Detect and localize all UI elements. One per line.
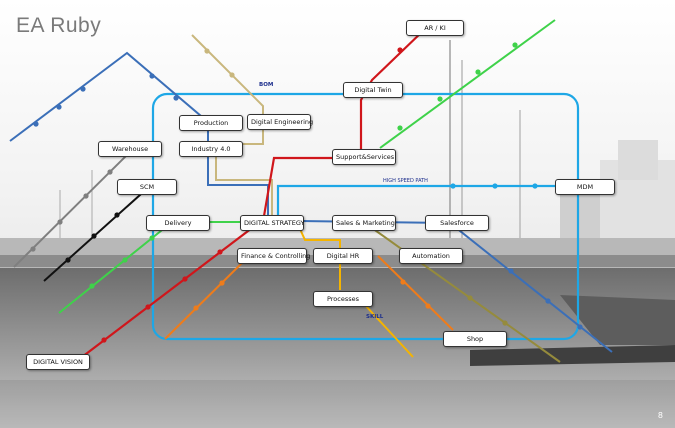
red-line-2 [262,156,332,217]
black-line [43,185,151,282]
node-scm[interactable]: SCM [117,179,177,195]
node-mdm[interactable]: MDM [555,179,615,195]
orange-line-2 [377,255,454,331]
node-digital-strategy[interactable]: DIGITAL STRATEGY [240,215,305,231]
yellow-line [299,228,341,290]
orange-line [164,261,244,340]
node-salesforce[interactable]: Salesforce [425,215,489,231]
label-bom: BOM [259,82,274,88]
node-processes[interactable]: Processes [313,291,373,307]
node-digital-engineering[interactable]: Digital Engineering [247,114,313,130]
node-sales-marketing[interactable]: Sales & Marketing [332,215,396,231]
node-production[interactable]: Production [179,115,243,131]
node-shop[interactable]: Shop [443,331,507,347]
green-line [58,221,240,314]
node-digital-vision[interactable]: DIGITAL VISION [26,354,90,370]
node-finance-controlling[interactable]: Finance & Controlling [237,248,310,264]
node-digital-twin[interactable]: Digital Twin [343,82,403,98]
label-high-speed-path: HIGH SPEED PATH [383,178,428,184]
node-delivery[interactable]: Delivery [146,215,210,231]
green-line-2 [379,19,556,149]
node-warehouse[interactable]: Warehouse [98,141,162,157]
label-skill: SKILL [366,314,384,320]
page-number: 8 [657,411,663,420]
node-digital-hr[interactable]: Digital HR [313,248,373,264]
node-ar-ki[interactable]: AR / KI [406,20,464,36]
yellow-line-2 [364,304,414,358]
app-title: EA Ruby [16,14,102,37]
high-speed-path-line [276,184,560,215]
red-line [81,227,253,358]
node-automation[interactable]: Automation [399,248,463,264]
node-support-services[interactable]: Support&Services [332,149,396,165]
node-industry-40[interactable]: Industry 4.0 [179,141,243,157]
